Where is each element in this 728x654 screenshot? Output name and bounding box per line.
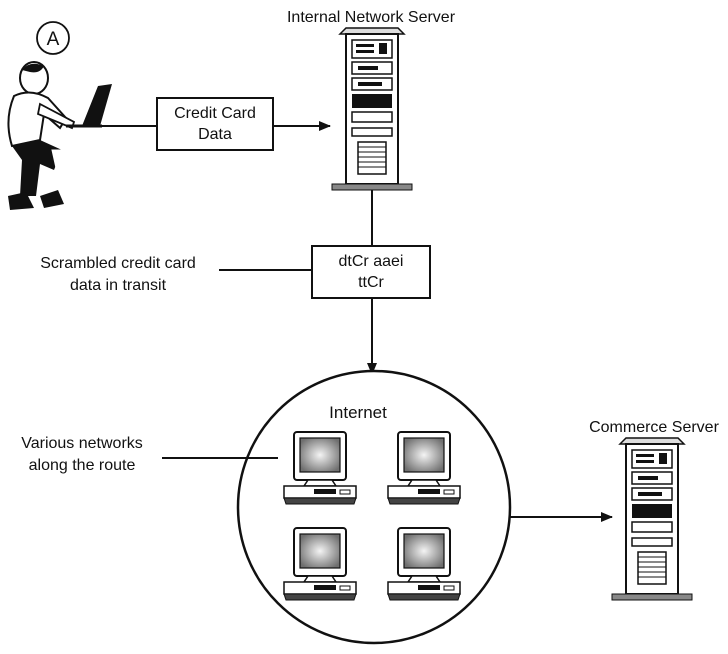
commerce-server-icon [611, 437, 693, 601]
commerce-server-label: Commerce Server [589, 419, 719, 436]
credit-card-box-line2: Data [198, 126, 232, 143]
user-with-laptop-icon: A [7, 21, 112, 210]
scrambled-box-line1: dtCr aaei [339, 253, 404, 270]
user-marker-label: A [47, 29, 60, 50]
internal-server-icon [331, 27, 413, 191]
scrambled-label-line2: data in transit [70, 277, 167, 294]
internal-server-label: Internal Network Server [287, 9, 456, 26]
internet-label: Internet [329, 403, 387, 422]
desktop-computer-icon [283, 431, 357, 505]
credit-card-box-line1: Credit Card [174, 105, 256, 122]
desktop-computer-icon [283, 527, 357, 601]
networks-label-line2: along the route [29, 457, 136, 474]
scrambled-box-line2: ttCr [358, 274, 384, 291]
desktop-computer-icon [387, 527, 461, 601]
scrambled-label-line1: Scrambled credit card [40, 255, 196, 272]
scrambled-data-box: dtCr aaei ttCr [311, 245, 431, 299]
desktop-computer-icon [387, 431, 461, 505]
credit-card-data-box: Credit Card Data [156, 97, 274, 151]
networks-label-line1: Various networks [21, 435, 143, 452]
